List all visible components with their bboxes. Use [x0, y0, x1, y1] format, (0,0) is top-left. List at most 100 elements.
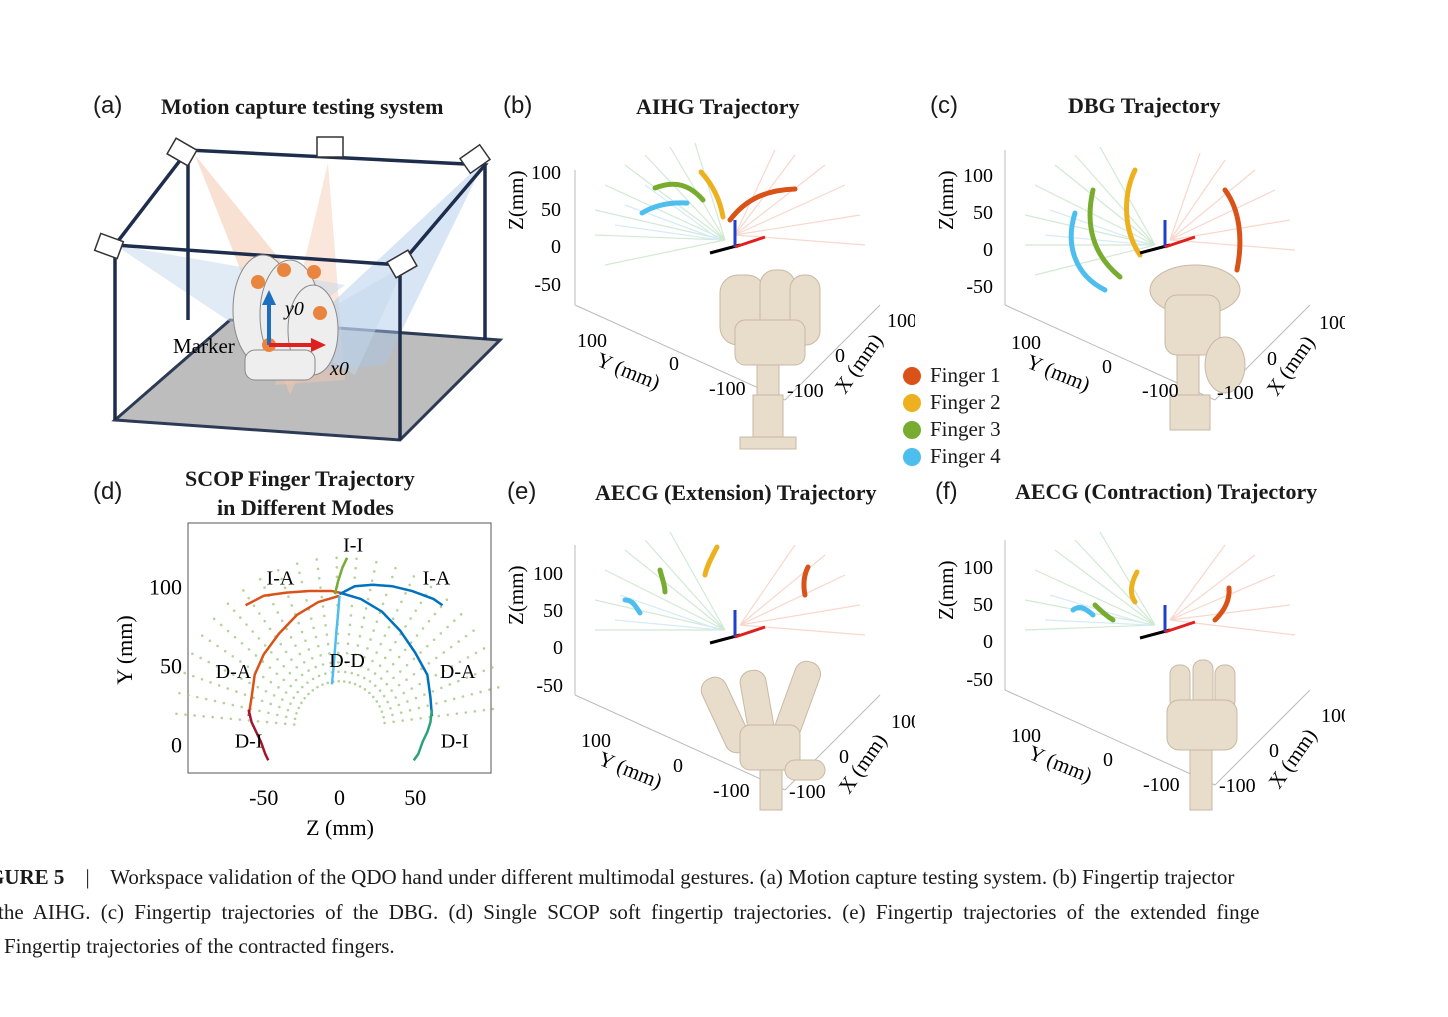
legend-item: Finger 3	[903, 416, 1001, 443]
x-tick: -100	[1219, 775, 1256, 797]
x-tick: 100	[1319, 312, 1345, 334]
frame-axis	[1164, 235, 1196, 249]
workspace-dot	[473, 672, 477, 676]
workspace-dot	[212, 617, 216, 621]
hand-model	[719, 269, 821, 450]
workspace-dot	[292, 696, 296, 699]
workspace-dot	[473, 710, 477, 713]
workspace-dot	[226, 602, 230, 606]
workspace-dot	[258, 709, 261, 713]
workspace-dot	[371, 659, 374, 663]
z-tick: 50	[543, 600, 563, 622]
panel-f-label: (f)	[935, 478, 958, 505]
workspace-dot	[356, 644, 360, 647]
workspace-dot	[488, 688, 491, 691]
workspace-dot	[348, 623, 352, 627]
z-tick: 50	[541, 199, 561, 221]
workspace-dot	[453, 619, 456, 623]
finger-1-trajectory	[1222, 187, 1243, 273]
workspace-dot	[316, 685, 319, 689]
workspace-dot	[199, 656, 202, 660]
workspace-dot	[324, 672, 327, 675]
workspace-dot	[268, 666, 272, 669]
trajectory-line	[338, 583, 444, 607]
z-tick: 0	[983, 239, 993, 261]
x-tick: -100	[787, 380, 824, 402]
workspace-dot	[307, 669, 310, 672]
workspace-dot	[307, 692, 310, 696]
workspace-dot	[435, 702, 438, 705]
workspace-dot	[378, 664, 382, 668]
workspace-dot	[215, 664, 219, 668]
workspace-dot	[431, 689, 435, 693]
y-tick-label: 50	[160, 653, 182, 678]
legend-swatch	[903, 366, 921, 385]
workspace-dot	[324, 623, 327, 627]
workspace-dot	[284, 715, 288, 719]
workspace-dot	[363, 688, 367, 691]
workspace-dot	[432, 638, 436, 642]
workspace-dot	[470, 692, 474, 696]
workspace-dot	[226, 629, 230, 633]
workspace-dot	[295, 711, 298, 715]
z-tick: -50	[534, 274, 561, 296]
mode-annotation: I-I	[343, 534, 363, 556]
workspace-dot	[342, 680, 346, 683]
workspace-dot	[387, 625, 391, 629]
workspace-dot	[464, 711, 468, 714]
workspace-dot	[231, 655, 235, 658]
workspace-dot	[298, 571, 301, 575]
workspace-dot	[384, 593, 388, 597]
camera-icon	[166, 137, 198, 167]
workspace-dot	[474, 651, 478, 655]
workspace-dot	[408, 709, 412, 712]
workspace-dot	[281, 698, 284, 701]
workspace-dot	[398, 670, 402, 673]
workspace-fan	[1024, 531, 1296, 636]
y-tick: 0	[669, 353, 679, 375]
workspace-dot	[458, 660, 462, 664]
workspace-dot	[391, 713, 394, 717]
workspace-dot	[434, 673, 438, 677]
workspace-dot	[362, 676, 366, 680]
workspace-dot	[482, 669, 486, 673]
workspace-dot	[187, 693, 190, 697]
workspace-dot	[276, 657, 279, 661]
workspace-dot	[258, 577, 262, 581]
workspace-dot	[389, 706, 392, 710]
workspace-dot	[450, 664, 454, 668]
workspace-dot	[300, 580, 304, 584]
workspace-dot	[292, 723, 296, 726]
workspace-dot	[346, 642, 350, 646]
workspace-dot	[298, 652, 302, 656]
x-tick: 0	[1269, 740, 1279, 762]
workspace-dot	[412, 672, 416, 676]
workspace-dot	[383, 656, 387, 660]
workspace-dot	[276, 568, 280, 572]
mode-annotation: D-A	[440, 661, 476, 683]
workspace-dot	[404, 592, 407, 595]
x-tick-label: 50	[404, 785, 426, 810]
workspace-dot	[358, 634, 362, 638]
workspace-dot	[439, 605, 443, 609]
workspace-dot	[391, 575, 394, 579]
marker-dot	[277, 263, 291, 277]
panel-a-label: (a)	[93, 92, 123, 119]
workspace-dot	[284, 691, 288, 694]
workspace-dot	[442, 669, 446, 673]
workspace-dot	[343, 670, 347, 674]
workspace-dot	[264, 689, 268, 693]
workspace-dot	[382, 694, 386, 698]
workspace-dot	[231, 703, 235, 707]
workspace-dot	[349, 614, 353, 617]
finger-2-trajectory	[698, 169, 726, 220]
workspace-dot	[391, 617, 395, 621]
workspace-dot	[219, 623, 223, 627]
workspace-dot	[427, 662, 431, 665]
workspace-dot	[427, 619, 431, 623]
workspace-dot	[325, 633, 329, 636]
workspace-dot	[275, 713, 279, 717]
workspace-dot	[353, 576, 357, 579]
workspace-dot	[195, 695, 199, 699]
trajectory-line	[247, 594, 340, 717]
